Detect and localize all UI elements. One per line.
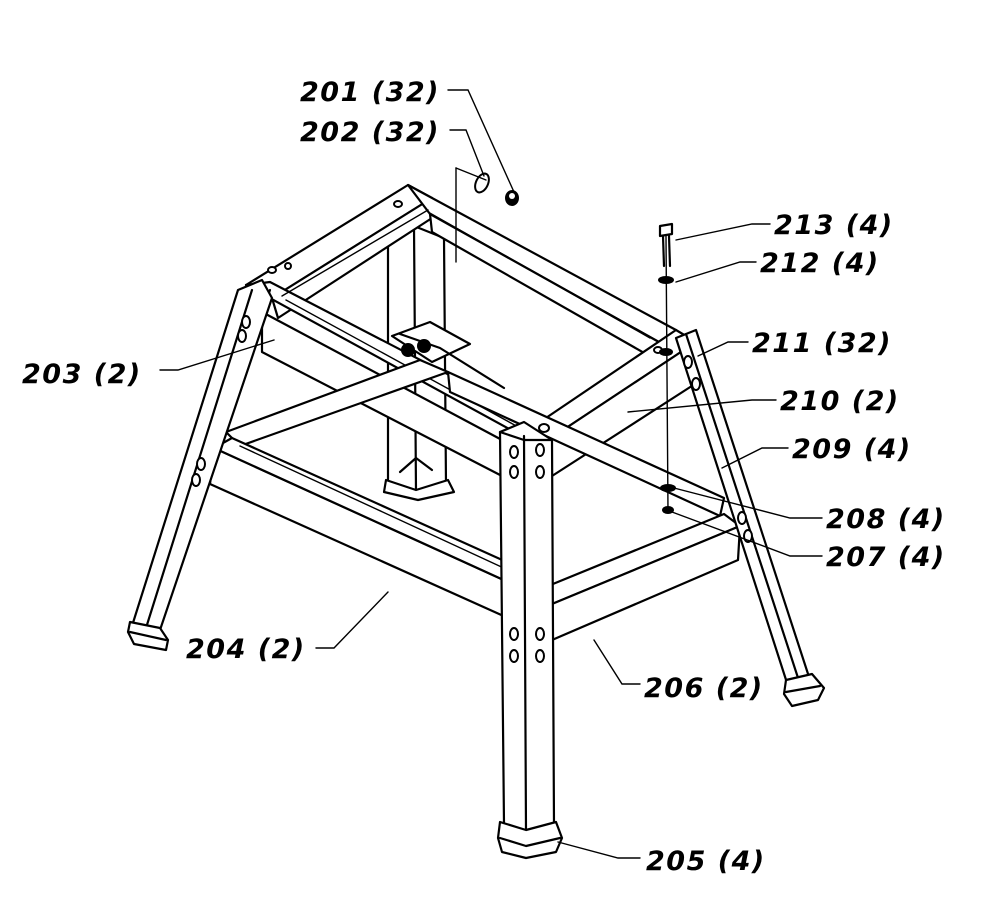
top-frame: [244, 183, 700, 478]
leg-hole: [196, 457, 206, 471]
hardware-washer-nut: [455, 167, 519, 263]
callout-208: 208 (4): [826, 504, 946, 535]
leg-hole: [535, 649, 545, 663]
right-leg: [674, 328, 826, 708]
hole-marker-icon: [659, 348, 673, 356]
callout-210: 210 (2): [780, 386, 900, 417]
frame-hole: [284, 262, 292, 270]
callout-212: 212 (4): [760, 248, 880, 279]
washer-icon: [660, 484, 676, 492]
leg-hole: [237, 329, 247, 343]
frame-hole: [538, 423, 550, 433]
washer-icon: [658, 276, 674, 284]
leg-hole: [535, 443, 545, 457]
callout-207: 207 (4): [826, 542, 946, 573]
leader-lines: [159, 89, 823, 859]
leg-hole: [683, 355, 693, 369]
bolt-head-icon: [658, 222, 674, 238]
callout-201: 201 (32): [300, 77, 440, 108]
callout-206: 206 (2): [644, 673, 764, 704]
left-leg: [126, 278, 274, 652]
callout-204: 204 (2): [186, 634, 306, 665]
front-leg: [496, 420, 564, 860]
nut-icon: [662, 506, 674, 514]
callout-209: 209 (4): [792, 434, 912, 465]
leg-hole: [691, 377, 701, 391]
leg-hole: [509, 445, 519, 459]
frame-hole: [267, 266, 277, 274]
hardware-bolt-assembly: [658, 222, 676, 514]
callout-211: 211 (32): [752, 328, 892, 359]
callout-205: 205 (4): [646, 846, 766, 877]
leg-hole: [191, 473, 201, 487]
leg-hole: [509, 649, 519, 663]
callout-213: 213 (4): [774, 210, 894, 241]
leg-hole: [737, 511, 747, 525]
callout-202: 202 (32): [300, 117, 440, 148]
center-bracket: [390, 320, 506, 390]
leg-hole: [241, 315, 251, 329]
callout-203: 203 (2): [22, 359, 142, 390]
washer-icon: [474, 172, 490, 194]
leg-hole: [535, 627, 545, 641]
leg-hole: [509, 627, 519, 641]
leg-hole: [509, 465, 519, 479]
frame-hole: [393, 200, 403, 208]
leg-hole: [535, 465, 545, 479]
